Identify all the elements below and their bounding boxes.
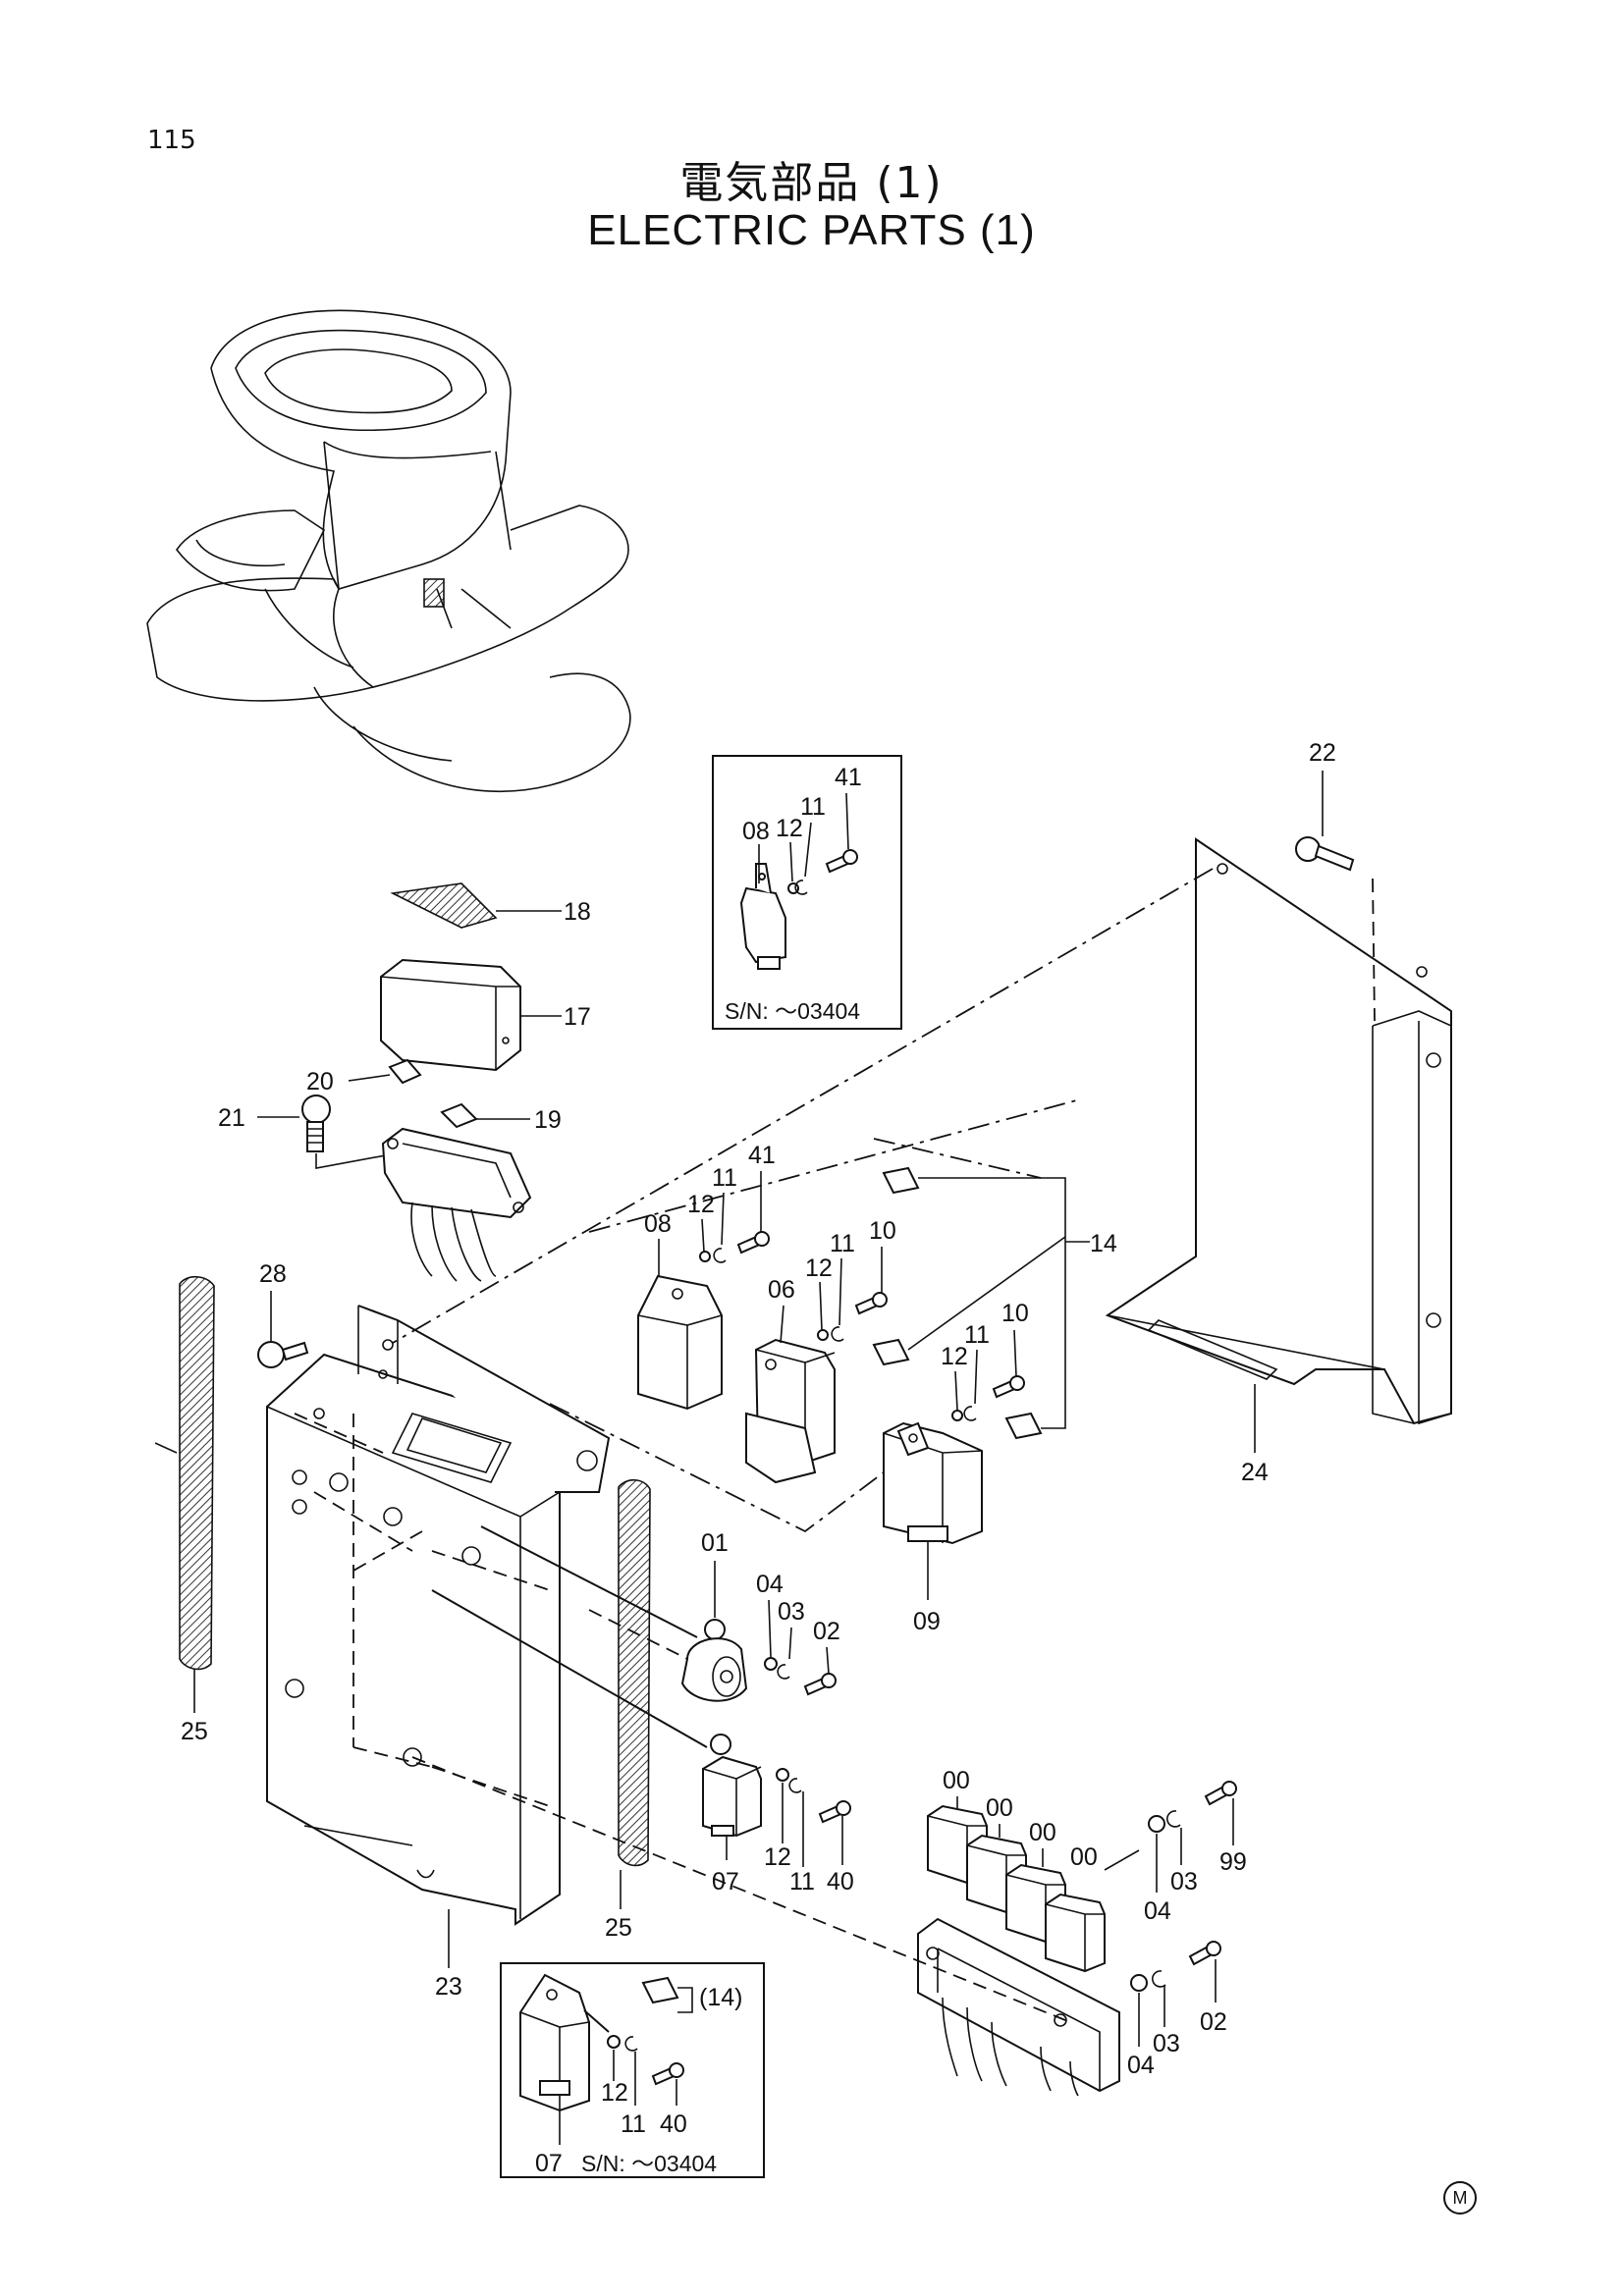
callout-12: 12 <box>805 1255 833 1282</box>
callout-40: 40 <box>660 2110 687 2138</box>
callout-08: 08 <box>644 1210 672 1238</box>
callout-00: 00 <box>943 1767 970 1794</box>
callout-21: 21 <box>218 1104 245 1132</box>
inset-bottom <box>500 1962 765 2178</box>
callout-22: 22 <box>1309 739 1336 767</box>
callout-01: 01 <box>701 1529 729 1557</box>
callout-10: 10 <box>1001 1300 1029 1327</box>
callout-18: 18 <box>564 898 591 926</box>
relay-07 <box>702 1734 762 1838</box>
footer-mark: M <box>1443 2181 1477 2215</box>
callout-12: 12 <box>764 1843 791 1871</box>
inset-bottom-serial: S/N: ～03404 <box>581 2151 717 2176</box>
bolt-28 <box>257 1341 309 1368</box>
callout-11: 11 <box>712 1164 737 1192</box>
title-english: ELECTRIC PARTS (1) <box>587 206 1036 254</box>
callout-07: 07 <box>535 2150 563 2177</box>
callout-25: 25 <box>181 1718 208 1745</box>
callout-24: 24 <box>1241 1459 1269 1486</box>
callout-00: 00 <box>1029 1819 1056 1846</box>
inset-top-serial: S/N: ～03404 <box>725 998 860 1024</box>
callout-10: 10 <box>869 1217 896 1245</box>
callout-28: 28 <box>259 1260 287 1288</box>
callout-17: 17 <box>564 1003 591 1031</box>
callout-41: 41 <box>748 1142 776 1169</box>
plate-24 <box>1105 837 1452 1425</box>
seal-strip-25-left <box>179 1275 215 1671</box>
callout-02: 02 <box>1200 2008 1227 2036</box>
callout-99: 99 <box>1219 1848 1247 1876</box>
callout-00: 00 <box>986 1794 1013 1822</box>
relay-09 <box>883 1421 983 1545</box>
callout-12: 12 <box>941 1343 968 1370</box>
fuse-block <box>381 1127 532 1282</box>
fuse-box-cover-17 <box>380 958 521 1072</box>
callout-11: 11 <box>621 2110 646 2138</box>
fuse-20 <box>388 1058 422 1085</box>
relay-08 <box>637 1274 723 1411</box>
callout-12: 12 <box>776 815 803 842</box>
bolt-21 <box>301 1095 331 1152</box>
callout-19: 19 <box>534 1106 562 1134</box>
callout-11: 11 <box>800 793 826 821</box>
callout-12: 12 <box>687 1191 715 1218</box>
callout-11: 11 <box>964 1321 990 1349</box>
callout-11: 11 <box>789 1868 815 1896</box>
callout-41: 41 <box>835 764 862 791</box>
relay-06 <box>745 1338 836 1484</box>
bracket-23 <box>266 1305 611 1926</box>
callout-09: 09 <box>913 1608 941 1635</box>
callout-08: 08 <box>742 818 770 845</box>
callout-12: 12 <box>601 2079 628 2107</box>
fuse-19 <box>440 1102 478 1129</box>
callout-04: 04 <box>1127 2052 1155 2079</box>
callout-11: 11 <box>830 1230 855 1257</box>
callout-14: 14 <box>1090 1230 1117 1257</box>
decal-18 <box>390 882 498 929</box>
callout-03: 03 <box>1170 1868 1198 1896</box>
callout-00: 00 <box>1070 1843 1098 1871</box>
seal-strip-25-right <box>618 1478 651 1867</box>
title-japanese: 電気部品 (1) <box>679 158 944 208</box>
callout-06: 06 <box>768 1276 795 1304</box>
callout-03: 03 <box>778 1598 805 1626</box>
buzzer-01 <box>680 1619 748 1702</box>
console-illustration <box>146 309 631 792</box>
callout-20: 20 <box>306 1068 334 1095</box>
callout-04: 04 <box>1144 1897 1171 1925</box>
bolt-22 <box>1295 836 1355 872</box>
callout-04: 04 <box>756 1571 784 1598</box>
callout-03: 03 <box>1153 2030 1180 2057</box>
page-number: 115 <box>147 126 196 155</box>
callout-40: 40 <box>827 1868 854 1896</box>
callout-25: 25 <box>605 1914 632 1942</box>
callout-23: 23 <box>435 1973 462 2001</box>
callout-02: 02 <box>813 1618 840 1645</box>
callout-14-ref: (14) <box>699 1984 742 2011</box>
relay-group-00 <box>917 1804 1120 2097</box>
callout-07: 07 <box>712 1868 739 1896</box>
